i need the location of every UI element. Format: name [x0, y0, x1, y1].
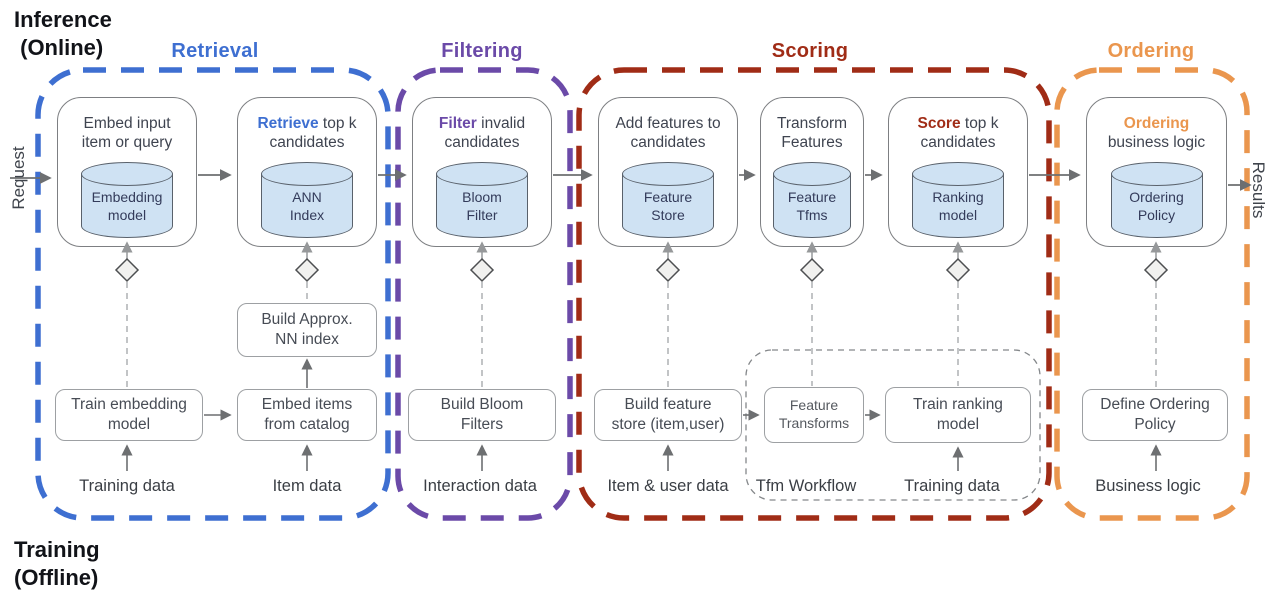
filtering-section-border	[395, 67, 573, 521]
box-title: Filter invalid candidates	[438, 115, 526, 152]
training-offline-label: Training (Offline)	[14, 537, 100, 590]
box-title: Embed input item or query	[81, 115, 173, 152]
box-title: Transform Features	[776, 115, 848, 152]
cylinder-body	[622, 174, 714, 238]
scoring-section-border	[576, 67, 1052, 521]
ordering-section-border	[1054, 67, 1250, 521]
training-box-build-feature-store: Build feature store (item,user)	[594, 389, 742, 441]
training-box-train-embedding-model: Train embedding model	[55, 389, 203, 441]
cylinder-top	[912, 162, 1004, 186]
retrieval-section-border	[35, 67, 391, 521]
training-data-label-1: Training data	[79, 477, 175, 495]
interaction-data-label: Interaction data	[423, 477, 537, 495]
ordering-header: Ordering	[1107, 40, 1195, 62]
training-data-label-2: Training data	[904, 477, 1000, 495]
item-data-label: Item data	[272, 477, 342, 495]
tfm-workflow-label: Tfm Workflow	[755, 477, 857, 495]
cylinder-top	[261, 162, 353, 186]
training-box-embed-items-from-catalog: Embed items from catalog	[237, 389, 377, 441]
business-logic-label: Business logic	[1095, 477, 1201, 495]
cylinder-top	[1110, 162, 1203, 186]
box-title: Retrieve top k candidates	[257, 115, 357, 152]
cylinder-top	[436, 162, 528, 186]
training-box-train-ranking-model: Train ranking model	[885, 387, 1031, 443]
inference-online-label: Inference (Online)	[14, 7, 112, 60]
filtering-header: Filtering	[441, 40, 523, 62]
results-label: Results	[1249, 161, 1268, 219]
cylinder-top	[773, 162, 851, 186]
box-title: Add features to candidates	[615, 115, 721, 152]
tfm-workflow-border	[745, 349, 1041, 501]
training-box-build-bloom-filters: Build Bloom Filters	[408, 389, 556, 441]
cylinder-top	[81, 162, 173, 186]
training-box-feature-transforms: Feature Transforms	[764, 387, 864, 443]
training-box-define-ordering-policy: Define Ordering Policy	[1082, 389, 1228, 441]
request-label: Request	[9, 146, 28, 210]
item-user-data-label: Item & user data	[607, 477, 729, 495]
training-box-build-approx-nn-index: Build Approx. NN index	[237, 303, 377, 357]
scoring-header: Scoring	[771, 40, 849, 62]
retrieval-header: Retrieval	[171, 40, 259, 62]
cylinder-top	[622, 162, 714, 186]
box-title: Score top k candidates	[917, 115, 999, 152]
box-title: Ordering business logic	[1107, 115, 1206, 152]
